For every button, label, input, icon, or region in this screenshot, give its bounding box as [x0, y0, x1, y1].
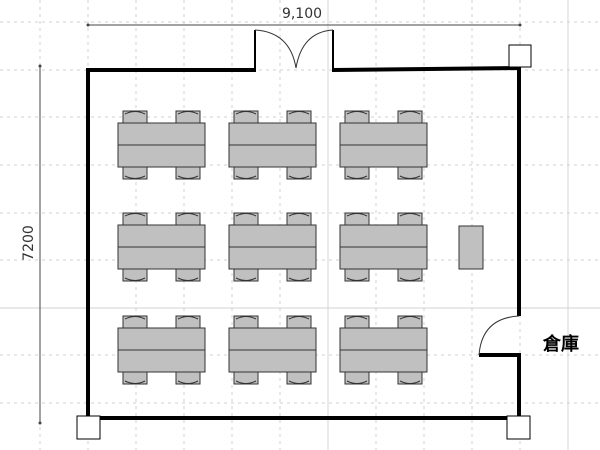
- chair: [344, 268, 370, 282]
- chair: [175, 268, 201, 282]
- chair: [122, 371, 148, 385]
- column: [508, 44, 532, 68]
- chair: [175, 212, 201, 226]
- walls: [86, 30, 521, 420]
- chair: [344, 315, 370, 329]
- chair: [233, 371, 259, 385]
- chair: [233, 315, 259, 329]
- furniture: [117, 110, 428, 385]
- chair: [122, 268, 148, 282]
- chair: [397, 371, 423, 385]
- table: [339, 122, 428, 168]
- chair: [286, 110, 312, 124]
- chair: [286, 166, 312, 180]
- table: [339, 224, 428, 270]
- chair: [233, 212, 259, 226]
- chair: [286, 268, 312, 282]
- chair: [286, 371, 312, 385]
- chair: [344, 371, 370, 385]
- chair: [122, 110, 148, 124]
- chair: [344, 110, 370, 124]
- chair: [397, 315, 423, 329]
- table: [228, 224, 317, 270]
- storage-label: 倉庫: [542, 333, 579, 355]
- table: [117, 327, 206, 373]
- column: [506, 415, 531, 440]
- chair: [344, 212, 370, 226]
- chair: [233, 268, 259, 282]
- chair: [122, 315, 148, 329]
- table: [117, 122, 206, 168]
- height-dimension: 7200: [21, 64, 42, 425]
- table: [228, 327, 317, 373]
- chair: [286, 315, 312, 329]
- column: [76, 415, 101, 440]
- height-label: 7200: [21, 225, 37, 261]
- chair: [233, 110, 259, 124]
- chair: [175, 166, 201, 180]
- table: [117, 224, 206, 270]
- width-dimension: 9,100: [86, 6, 522, 27]
- chair: [397, 268, 423, 282]
- chair: [122, 212, 148, 226]
- storage-door[interactable]: [478, 315, 520, 356]
- side-table: [458, 225, 484, 270]
- chair: [175, 315, 201, 329]
- chair: [397, 212, 423, 226]
- entrance-double-door[interactable]: [254, 29, 334, 69]
- chair: [286, 212, 312, 226]
- table: [228, 122, 317, 168]
- chair: [175, 371, 201, 385]
- chair: [344, 166, 370, 180]
- chair: [122, 166, 148, 180]
- table: [339, 327, 428, 373]
- chair: [233, 166, 259, 180]
- chair: [397, 110, 423, 124]
- width-label: 9,100: [282, 6, 322, 22]
- chair: [175, 110, 201, 124]
- chair: [397, 166, 423, 180]
